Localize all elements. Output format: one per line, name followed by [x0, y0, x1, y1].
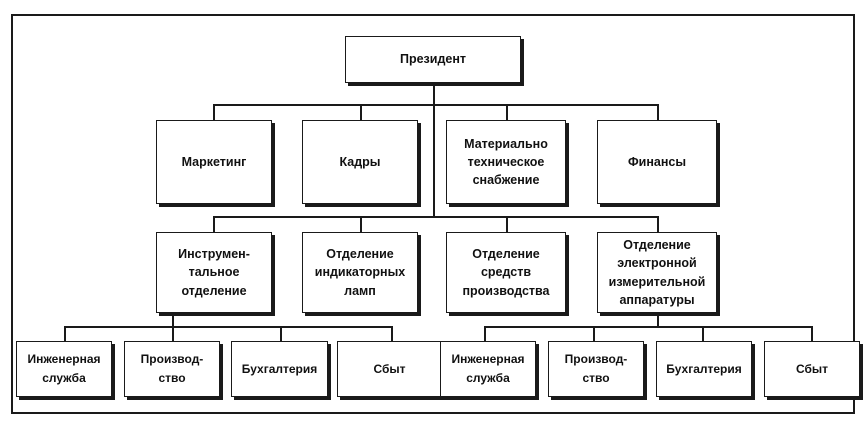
production-right-box: Производ- ство: [548, 341, 644, 397]
accounting-right-box: Бухгалтерия: [656, 341, 752, 397]
connector-prod-left: [172, 326, 174, 341]
connector-sales-right: [811, 326, 813, 341]
lamps-division-box: Отделение индикаторных ламп: [302, 232, 418, 313]
sales-left-box: Сбыт: [337, 341, 442, 397]
engineering-left-box: Инженерная служба: [16, 341, 112, 397]
connector-sales-left: [391, 326, 393, 341]
accounting-left-box: Бухгалтерия: [231, 341, 328, 397]
connector-eng-right: [484, 326, 486, 341]
connector-level3-bus: [213, 216, 659, 218]
connector-acct-right: [702, 326, 704, 341]
connector-level2-bus: [213, 104, 659, 106]
connector-tools-down: [172, 313, 174, 327]
electronic-division-box: Отделение электронной измерительной аппа…: [597, 232, 717, 313]
connector-president-trunk: [433, 83, 435, 218]
connector-lamps: [360, 216, 362, 232]
connector-acct-left: [280, 326, 282, 341]
connector-left-bus: [64, 326, 393, 328]
means-division-box: Отделение средств производства: [446, 232, 566, 313]
president-box: Президент: [345, 36, 521, 83]
tools-division-box: Инструмен- тальное отделение: [156, 232, 272, 313]
connector-supply: [506, 104, 508, 120]
outer-frame: [11, 14, 855, 414]
finance-box: Финансы: [597, 120, 717, 204]
connector-personnel: [360, 104, 362, 120]
connector-tools: [213, 216, 215, 232]
connector-marketing: [213, 104, 215, 120]
sales-right-box: Сбыт: [764, 341, 860, 397]
connector-prod-right: [593, 326, 595, 341]
personnel-box: Кадры: [302, 120, 418, 204]
connector-eng-left: [64, 326, 66, 341]
production-left-box: Производ- ство: [124, 341, 220, 397]
connector-means: [506, 216, 508, 232]
connector-electronic: [657, 216, 659, 232]
connector-right-bus: [484, 326, 813, 328]
connector-finance: [657, 104, 659, 120]
supply-box: Материально техническое снабжение: [446, 120, 566, 204]
connector-electronic-down: [657, 313, 659, 327]
engineering-right-box: Инженерная служба: [440, 341, 536, 397]
marketing-box: Маркетинг: [156, 120, 272, 204]
